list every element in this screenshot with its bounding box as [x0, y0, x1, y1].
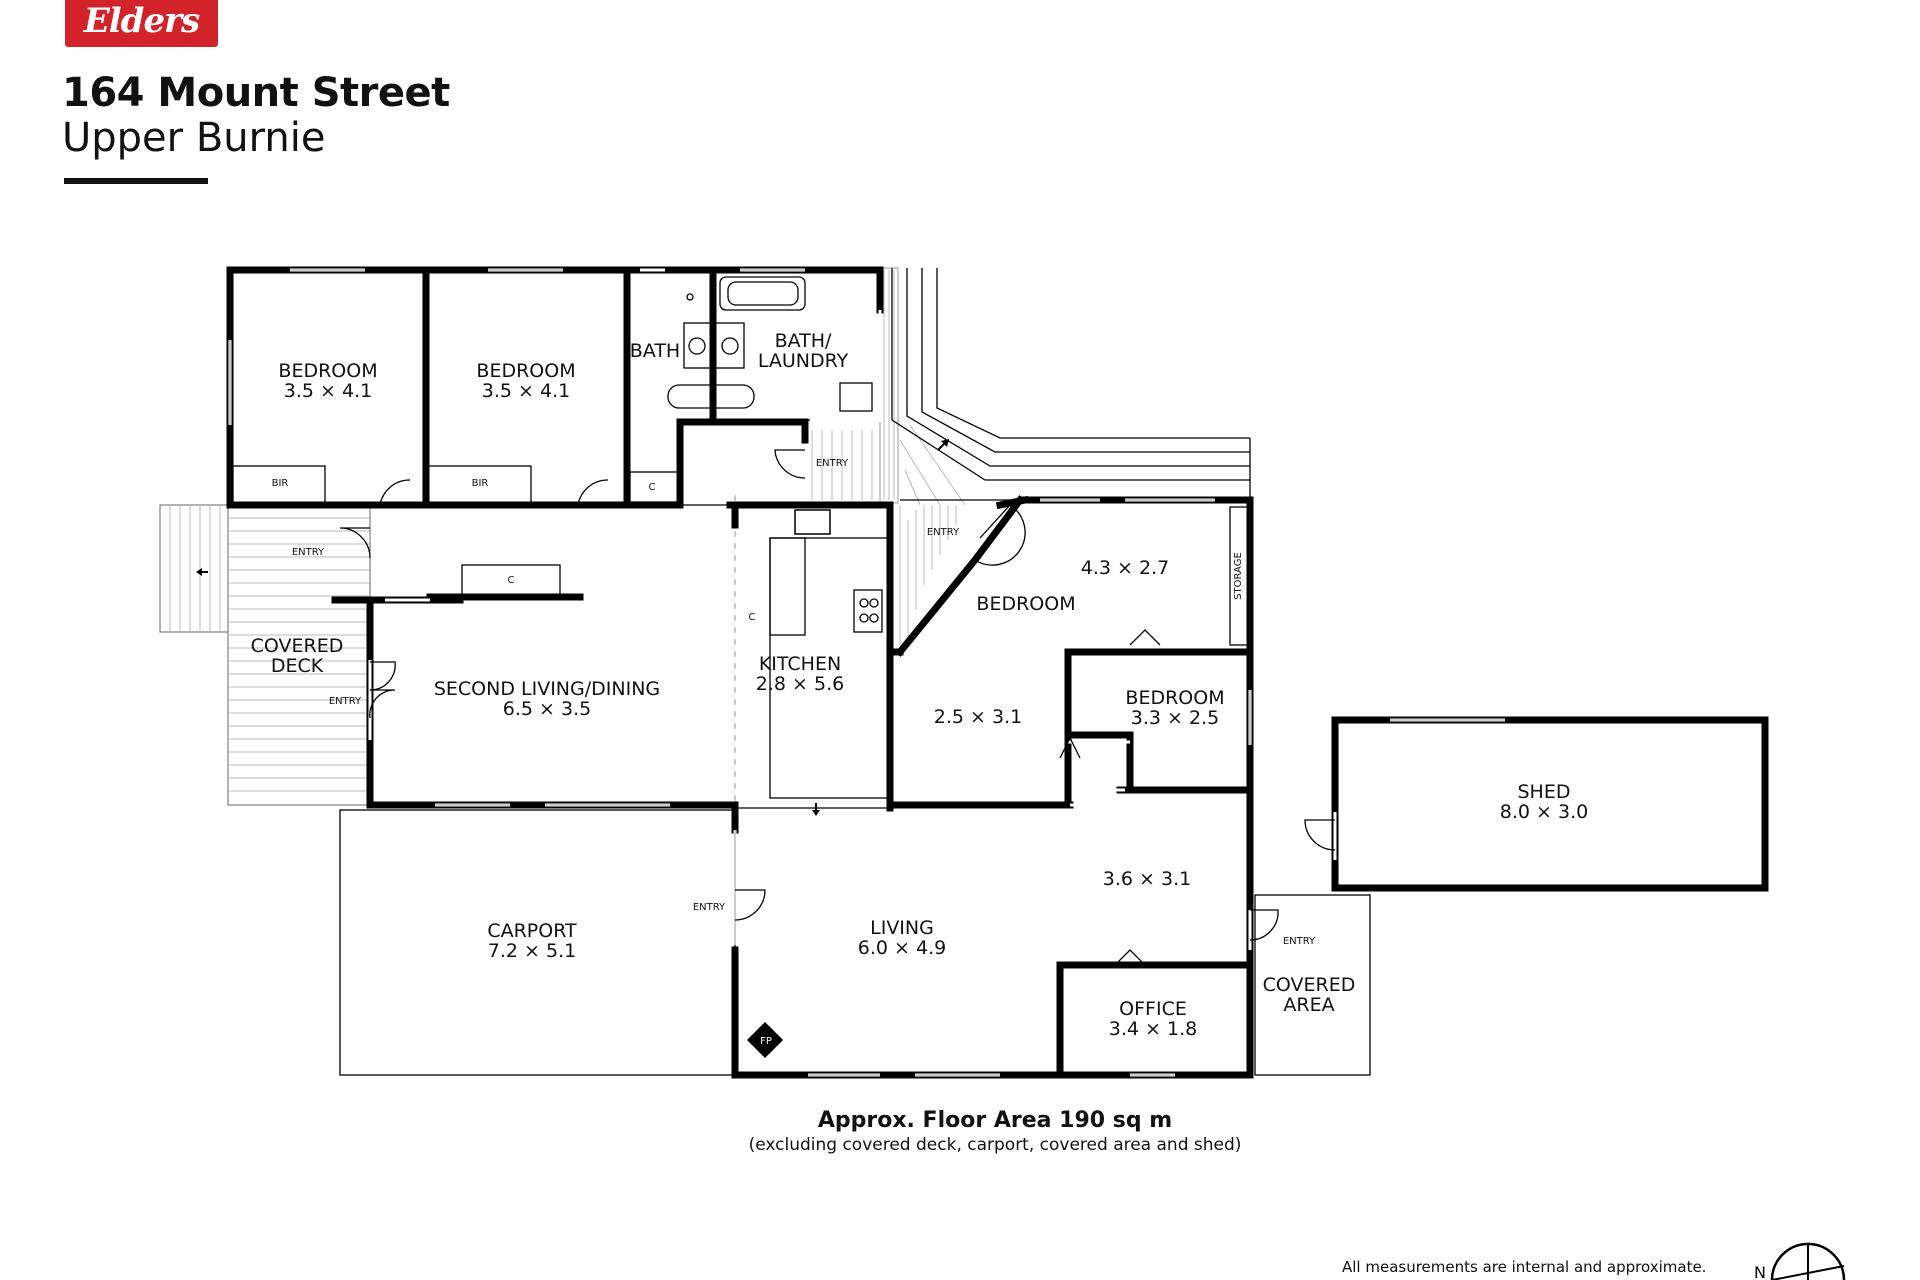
entry-label-hall: ENTRY	[927, 527, 960, 538]
storage-label: STORAGE	[1233, 552, 1244, 600]
covered-deck-hatch	[159, 504, 371, 806]
bath-laundry-name1: BATH/	[775, 330, 832, 352]
shed-name: SHED	[1518, 781, 1571, 803]
bedroom4-dims: 3.3 × 2.5	[1131, 707, 1219, 729]
elders-logo: Elders	[65, 0, 218, 47]
bedroom3-dims2: 2.5 × 3.1	[934, 706, 1022, 728]
bath-laundry-name2: LAUNDRY	[758, 350, 849, 372]
covered-area-name2: AREA	[1283, 994, 1334, 1016]
small-labels: BIR BIR C C C ENTRY ENTRY ENTRY ENTRY EN…	[272, 458, 1316, 1047]
kitchen-fixtures	[794, 509, 883, 633]
room-labels: BEDROOM 3.5 × 4.1 BEDROOM 3.5 × 4.1 BATH…	[251, 330, 1589, 1040]
bedroom1-dims: 3.5 × 4.1	[284, 380, 372, 402]
bedroom4-name: BEDROOM	[1125, 687, 1224, 709]
cupboard-label-kitchen: C	[749, 612, 756, 623]
entry-label-deck: ENTRY	[292, 547, 325, 558]
entry-label-carport: ENTRY	[693, 902, 726, 913]
bedroom3-dims: 4.3 × 2.7	[1081, 557, 1169, 579]
bir-label-2: BIR	[472, 478, 489, 489]
shed-dims: 8.0 × 3.0	[1500, 801, 1588, 823]
door-arrows	[196, 439, 949, 816]
floor-area-subtitle: (excluding covered deck, carport, covere…	[748, 1135, 1242, 1155]
covered-deck-name1: COVERED	[251, 635, 344, 657]
svg-text:N: N	[1754, 1263, 1766, 1280]
kitchen-dims: 2.8 × 5.6	[756, 673, 844, 695]
bath-name: BATH	[630, 340, 680, 362]
address-suburb: Upper Burnie	[62, 115, 326, 161]
covered-area-name1: COVERED	[1263, 974, 1356, 996]
walls	[226, 266, 1769, 1079]
covered-deck-name2: DECK	[271, 655, 324, 677]
address-street: 164 Mount Street	[62, 70, 450, 116]
thin-outlines	[232, 419, 1371, 1076]
cupboard-label-living: C	[508, 575, 515, 586]
entry-deck-hatch	[811, 267, 966, 645]
disclaimer-text: All measurements are internal and approx…	[1342, 1258, 1707, 1276]
entry-label-covered: ENTRY	[1283, 936, 1316, 947]
bedroom2-name: BEDROOM	[476, 360, 575, 382]
kitchen-name: KITCHEN	[759, 653, 841, 675]
bedroom1-name: BEDROOM	[278, 360, 377, 382]
fireplace-symbol	[747, 1022, 783, 1058]
floor-area-title: Approx. Floor Area 190 sq m	[817, 1108, 1173, 1133]
carport-name: CARPORT	[487, 920, 577, 942]
living-name: LIVING	[870, 917, 934, 939]
second-living-dims: 6.5 × 3.5	[503, 698, 591, 720]
ramp-lines	[891, 268, 1251, 501]
bedroom2-dims: 3.5 × 4.1	[482, 380, 570, 402]
fireplace-label: FP	[760, 1036, 772, 1047]
bir-label-1: BIR	[272, 478, 289, 489]
living-dims2: 3.6 × 3.1	[1103, 868, 1191, 890]
entry-label-deck2: ENTRY	[329, 696, 362, 707]
carport-dims: 7.2 × 5.1	[488, 940, 576, 962]
entry-label-front: ENTRY	[816, 458, 849, 469]
address-divider	[64, 178, 208, 184]
cupboard-label-bath: C	[649, 482, 656, 493]
second-living-name: SECOND LIVING/DINING	[434, 678, 660, 700]
logo-text: Elders	[83, 1, 200, 41]
bathroom-fixtures	[667, 276, 873, 412]
doors	[339, 449, 1336, 966]
north-compass-icon: N	[1754, 1242, 1846, 1280]
bedroom3-name: BEDROOM	[976, 593, 1075, 615]
windows	[228, 268, 1505, 1077]
living-dims: 6.0 × 4.9	[858, 937, 946, 959]
office-dims: 3.4 × 1.8	[1109, 1018, 1197, 1040]
office-name: OFFICE	[1119, 998, 1187, 1020]
